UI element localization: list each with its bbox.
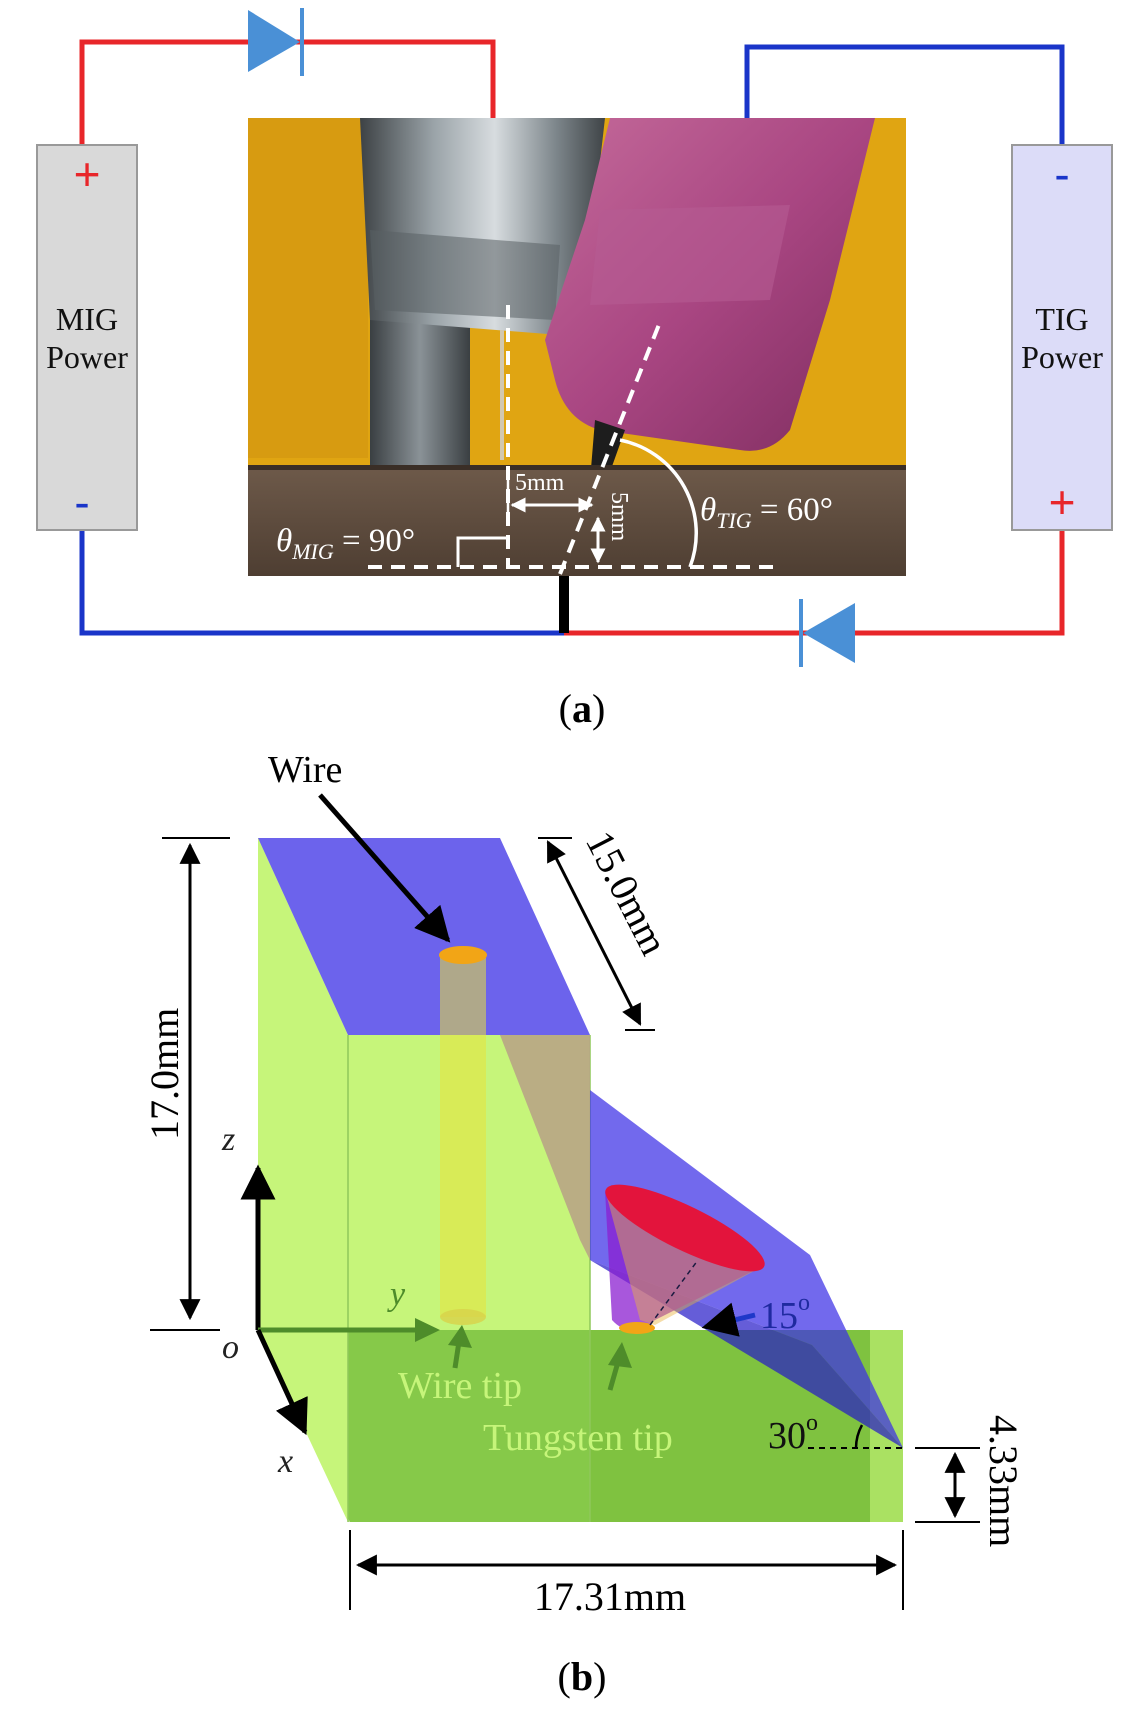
- dim-top-depth-label: 15.0mm: [577, 824, 677, 962]
- panel-a: 5mm 5mm θMIG = 90° θTIG = 60° +: [36, 8, 1113, 731]
- mig-plus-sign: +: [74, 148, 101, 200]
- angle-cone-degree: o: [798, 1290, 810, 1316]
- theta-mig-label: θMIG = 90°: [276, 523, 415, 564]
- block-left-face: [258, 838, 348, 1522]
- tig-negative-wire: [744, 44, 1065, 145]
- theta-tig-label: θTIG = 60°: [700, 492, 833, 533]
- panel-b-caption-letter: b: [571, 1654, 593, 1699]
- theta-tig-value: = 60°: [752, 492, 833, 528]
- dim-width-label: 17.31mm: [534, 1574, 686, 1619]
- angle-cone-value: 15: [760, 1295, 798, 1337]
- panel-b-caption: (b): [558, 1654, 607, 1699]
- dim-bottom-height: 4.33mm: [915, 1415, 1026, 1547]
- wire-tip-label: Wire tip: [398, 1365, 522, 1407]
- dim-height: 17.0mm: [142, 837, 230, 1331]
- angle-slope-label: 30o: [768, 1410, 818, 1457]
- mig-minus-sign: -: [74, 476, 89, 528]
- angle-cone: 15o: [701, 1290, 810, 1337]
- mig-power-label-line1: MIG: [56, 301, 118, 337]
- tig-power-label-line1: TIG: [1035, 301, 1088, 337]
- tig-minus-sign: -: [1054, 148, 1069, 200]
- axes: z y x o: [221, 1121, 440, 1480]
- theta-mig-symbol: θ: [276, 523, 292, 559]
- dim-vertical-label: 5mm: [606, 492, 632, 542]
- dim-horizontal-label: 5mm: [515, 470, 565, 496]
- diode-bottom-icon: [799, 599, 855, 667]
- origin-label: o: [222, 1329, 239, 1366]
- dim-height-label: 17.0mm: [142, 1008, 187, 1140]
- theta-tig-symbol: θ: [700, 492, 716, 528]
- angle-slope-degree: o: [806, 1410, 818, 1436]
- tig-circuit: [564, 44, 1065, 636]
- axis-x-label: x: [277, 1443, 293, 1480]
- torch-photo: 5mm 5mm θMIG = 90° θTIG = 60°: [248, 118, 906, 576]
- tungsten-tip-label: Tungsten tip: [483, 1417, 673, 1459]
- mig-power-box: + MIG Power -: [36, 144, 138, 531]
- mig-negative-wire: [79, 530, 564, 636]
- panel-b: z y x o Wire 17.0mm 15.0mm 17.31mm: [142, 749, 1026, 1699]
- angle-slope-value: 30: [768, 1415, 806, 1457]
- ground-connector: [559, 576, 569, 633]
- dim-bottom-height-label: 4.33mm: [981, 1415, 1026, 1547]
- wire-label: Wire: [268, 749, 342, 791]
- mig-power-label-line2: Power: [46, 339, 128, 375]
- wire-pointer-arrow: [318, 793, 451, 943]
- diode-top-icon: [248, 8, 304, 76]
- angle-cone-label: 15o: [760, 1290, 810, 1337]
- panel-a-caption-letter: a: [572, 686, 592, 731]
- block-front-lower: [348, 1330, 590, 1522]
- tig-power-box: - TIG Power +: [1011, 144, 1113, 531]
- angle-slope: 30o: [768, 1410, 903, 1457]
- tungsten-cone: [605, 1184, 765, 1334]
- tig-plus-sign: +: [1049, 476, 1076, 528]
- axis-z-label: z: [221, 1121, 235, 1158]
- tig-positive-wire: [564, 530, 1065, 636]
- theta-mig-sub: MIG: [291, 539, 334, 564]
- dim-width: 17.31mm: [349, 1530, 904, 1619]
- panel-a-caption: (a): [559, 686, 606, 731]
- theta-mig-value: = 90°: [334, 523, 415, 559]
- axis-y-label: y: [387, 1276, 406, 1313]
- tig-power-label-line2: Power: [1021, 339, 1103, 375]
- wire-cylinder: [439, 946, 487, 1325]
- theta-tig-sub: TIG: [716, 508, 752, 533]
- inner-slope-face: [500, 1035, 590, 1260]
